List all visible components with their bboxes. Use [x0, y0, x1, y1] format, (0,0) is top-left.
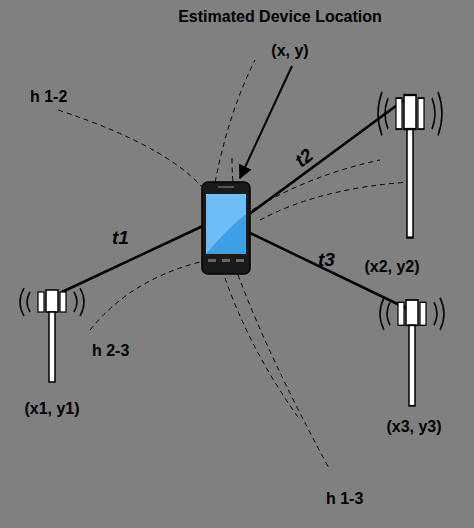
label: Estimated Device Location: [178, 8, 382, 26]
label: h 1-2: [30, 88, 67, 106]
label: h 2-3: [92, 342, 129, 360]
label: t3: [318, 250, 335, 271]
pointer-arrow: [240, 66, 292, 178]
cell-tower: [378, 92, 442, 238]
range-line: [248, 100, 404, 215]
hyperbola: [212, 60, 255, 200]
cell-tower: [380, 298, 444, 406]
label: (x3, y3): [386, 418, 441, 436]
cell-tower: [20, 288, 84, 382]
range-line: [62, 225, 205, 292]
hyperbola: [58, 110, 212, 200]
hyperbola: [238, 275, 330, 470]
label: t1: [112, 228, 129, 249]
label: (x1, y1): [24, 400, 79, 418]
label: (x, y): [271, 42, 308, 60]
label: (x2, y2): [364, 258, 419, 276]
label: h 1-3: [326, 490, 363, 508]
phone: [202, 182, 250, 274]
